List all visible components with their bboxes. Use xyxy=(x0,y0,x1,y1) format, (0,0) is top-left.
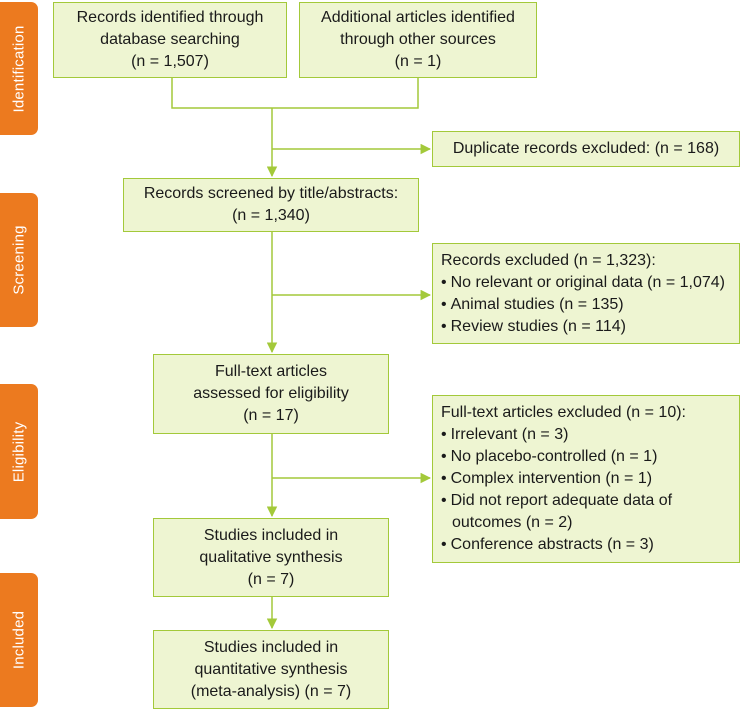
box-text: (n = 1,507) xyxy=(131,53,209,70)
bullet: • xyxy=(441,296,447,313)
bullet: • xyxy=(441,536,447,553)
box-text: Studies included in xyxy=(203,526,339,544)
box-additional-articles: Additional articles identified through o… xyxy=(299,2,537,78)
phase-screening: Screening xyxy=(0,193,38,327)
phase-label: Eligibility xyxy=(10,421,28,482)
box-fulltext-assessed: Full-text articles assessed for eligibil… xyxy=(153,354,389,434)
box-text: assessed for eligibility xyxy=(193,385,349,402)
box-text: (n = 17) xyxy=(243,407,299,424)
bullet: • xyxy=(441,426,447,443)
box-text: Duplicate records excluded: (n = 168) xyxy=(452,140,720,157)
box-heading: Records excluded (n = 1,323): xyxy=(441,252,656,269)
list-item-text: Irrelevant (n = 3) xyxy=(450,426,569,443)
box-fulltext-excluded: Full-text articles excluded (n = 10): •I… xyxy=(432,395,740,563)
list-item-text: Review studies (n = 114) xyxy=(450,318,626,335)
box-text: Records identified through xyxy=(76,9,264,26)
list-item: •No placebo-controlled (n = 1) xyxy=(441,446,731,468)
box-quantitative-synthesis: Studies included in quantitative synthes… xyxy=(153,630,389,709)
box-duplicates-excluded: Duplicate records excluded: (n = 168) xyxy=(432,131,740,167)
list-item: •Conference abstracts (n = 3) xyxy=(441,534,731,556)
box-records-excluded: Records excluded (n = 1,323): •No releva… xyxy=(432,243,740,344)
list-item-text: Conference abstracts (n = 3) xyxy=(450,536,654,553)
box-text: qualitative synthesis xyxy=(199,548,343,566)
box-text: through other sources xyxy=(340,31,496,48)
list-item-text: Complex intervention (n = 1) xyxy=(450,470,653,487)
box-text: (n = 1,340) xyxy=(232,207,310,224)
bullet: • xyxy=(441,492,447,509)
list-item: •Animal studies (n = 135) xyxy=(441,294,731,316)
bullet: • xyxy=(441,470,447,487)
box-records-identified: Records identified through database sear… xyxy=(53,2,287,78)
box-text: Additional articles identified xyxy=(321,9,515,26)
box-records-screened: Records screened by title/abstracts: (n … xyxy=(123,178,419,232)
box-text: Records screened by title/abstracts: xyxy=(143,185,399,202)
list-item-text: No relevant or original data (n = 1,074) xyxy=(450,274,725,291)
list-item: •No relevant or original data (n = 1,074… xyxy=(441,272,731,294)
phase-label: Screening xyxy=(10,225,28,295)
list-item-continuation: outcomes (n = 2) xyxy=(452,514,573,531)
box-text: Studies included in xyxy=(203,638,339,656)
list-item: •Irrelevant (n = 3) xyxy=(441,424,731,446)
box-text: Full-text articles xyxy=(214,363,328,380)
phase-identification: Identification xyxy=(0,2,38,135)
box-heading: Full-text articles excluded (n = 10): xyxy=(441,404,686,421)
list-item-text: Animal studies (n = 135) xyxy=(450,296,624,313)
phase-eligibility: Eligibility xyxy=(0,384,38,519)
list-item: •Complex intervention (n = 1) xyxy=(441,468,731,490)
bullet: • xyxy=(441,448,447,465)
box-text: (n = 7) xyxy=(247,570,295,588)
box-text: quantitative synthesis xyxy=(194,660,348,678)
box-qualitative-synthesis: Studies included in qualitative synthesi… xyxy=(153,518,389,597)
connector-merge xyxy=(171,78,419,109)
list-item: •Did not report adequate data of xyxy=(441,490,731,512)
phase-label: Identification xyxy=(10,24,28,113)
phase-included: Included xyxy=(0,573,38,707)
list-item: •Review studies (n = 114) xyxy=(441,316,731,338)
box-text: database searching xyxy=(100,31,240,48)
list-item-text: Did not report adequate data of xyxy=(450,492,673,509)
list-item-text: No placebo-controlled (n = 1) xyxy=(450,448,658,465)
phase-label: Included xyxy=(10,610,28,670)
box-text: (n = 1) xyxy=(394,53,442,70)
box-text: (meta-analysis) (n = 7) xyxy=(190,682,352,700)
bullet: • xyxy=(441,274,447,291)
bullet: • xyxy=(441,318,447,335)
